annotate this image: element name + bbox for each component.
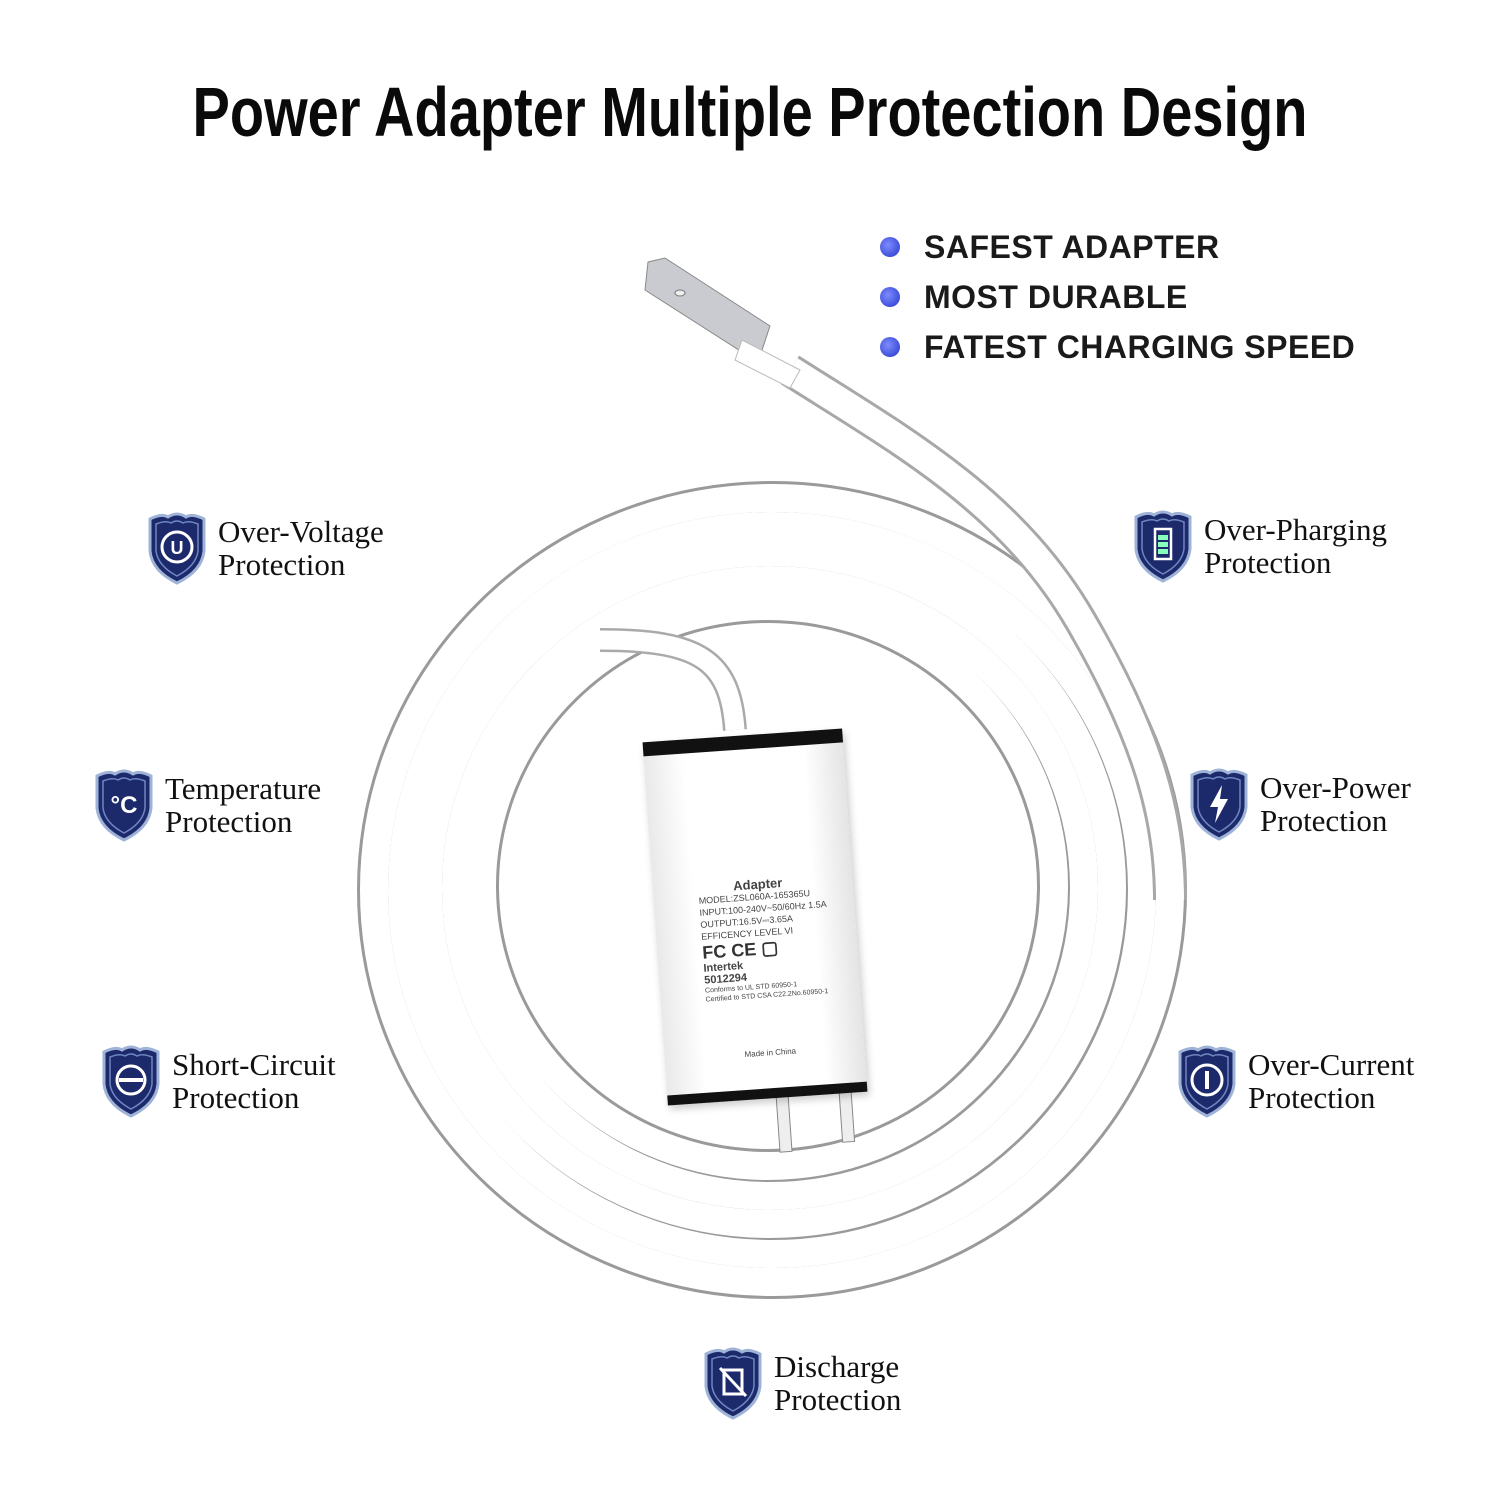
feature-subtitle: Protection [774,1382,902,1417]
feature-subtitle: Protection [218,547,346,582]
u-shield-icon: U [146,511,208,585]
feature-subtitle: Protection [165,804,293,839]
feature-subtitle: Protection [172,1080,300,1115]
highlight-text: FATEST CHARGING SPEED [924,328,1356,365]
feature-title: Over-Current [1248,1047,1415,1082]
celsius-shield-icon: °C [93,768,155,842]
adapter-body: Adapter MODEL:ZSL060A-165365U INPUT:100-… [642,728,868,1106]
highlight-item: SAFEST ADAPTER [880,222,1355,272]
page-title: Power Adapter Multiple Protection Design [192,73,1308,151]
svg-text:U: U [171,538,184,558]
highlight-text: MOST DURABLE [924,278,1188,315]
feature-title: Over-Voltage [218,514,384,549]
feature-subtitle: Protection [1248,1080,1376,1115]
svg-text:°C: °C [111,792,138,819]
bullet-dot-icon [880,337,900,357]
bullet-dot-icon [880,287,900,307]
feature-title: Over-Pharging [1204,512,1388,547]
feature-title: Discharge [774,1349,900,1384]
feature-title: Short-Circuit [172,1047,336,1082]
bullet-dot-icon [880,237,900,257]
discharge-shield-icon [702,1346,764,1420]
current-shield-icon [1176,1044,1238,1118]
magsafe-connector [644,257,801,389]
battery-shield-icon [1132,509,1194,583]
feature-subtitle: Protection [1260,803,1388,838]
feature-title: Temperature [165,771,322,806]
highlight-item: FATEST CHARGING SPEED [880,322,1355,372]
label-made-in: Made in China [744,1046,797,1060]
feature-subtitle: Protection [1204,545,1332,580]
circuit-shield-icon [100,1044,162,1118]
highlight-text: SAFEST ADAPTER [924,228,1220,265]
bolt-shield-icon [1188,767,1250,841]
feature-title: Over-Power [1260,770,1411,805]
highlight-item: MOST DURABLE [880,272,1355,322]
highlight-list: SAFEST ADAPTER MOST DURABLE FATEST CHARG… [880,222,1355,372]
adapter-label: Adapter MODEL:ZSL060A-165365U INPUT:100-… [697,874,833,1005]
